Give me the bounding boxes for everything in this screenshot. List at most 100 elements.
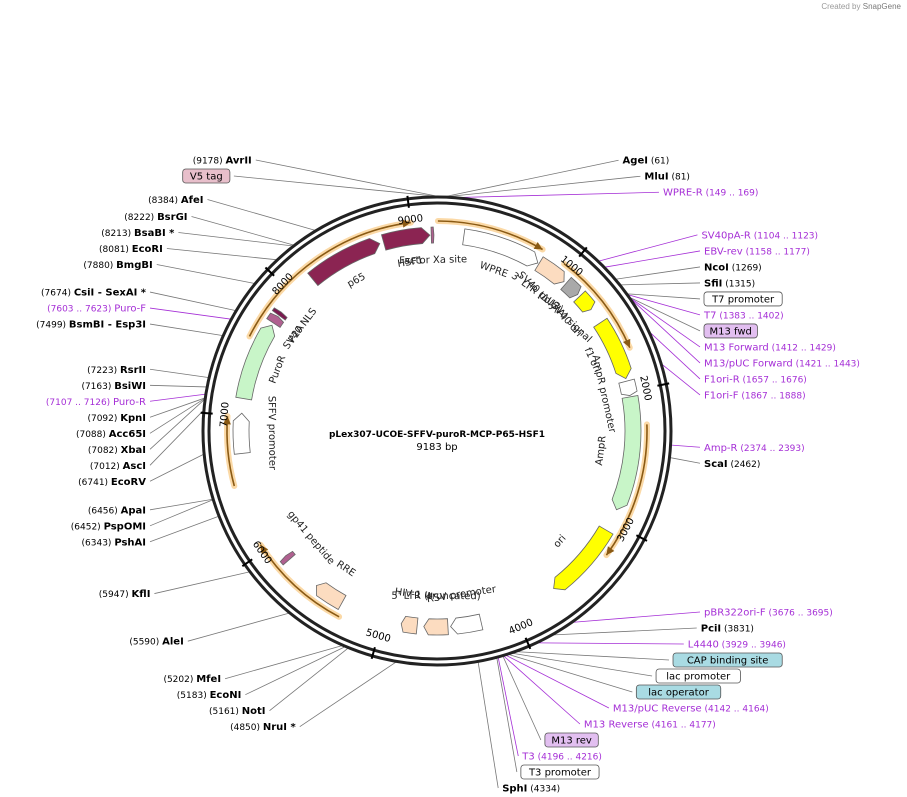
feature-factor-xa-site: [430, 226, 435, 244]
credit-prefix: Created by: [821, 2, 861, 11]
label-pos: (5590): [129, 638, 162, 648]
label-name: Puro-F: [114, 304, 146, 315]
callout-line-avrii-0: [255, 159, 437, 197]
enzyme-label-rsrii: (7223) RsrII: [87, 365, 146, 376]
label-pos: (1315): [722, 279, 755, 289]
feature-label-gp41-peptide: gp41 peptide: [285, 509, 336, 567]
label-pos: (7082): [88, 446, 121, 456]
primer-label-m13-puc-forward: M13/pUC Forward (1421 .. 1443): [704, 358, 860, 369]
callout-line-m13-reverse-23: [503, 655, 581, 725]
callout-line-sphi-27: [477, 662, 499, 789]
callout-line-wpre-r-2: [462, 191, 659, 198]
snapgene-credit: Created by SnapGene: [821, 2, 901, 11]
callout-line-ecorv-17: [149, 454, 204, 482]
feature-sffv-promoter: [232, 412, 251, 455]
primer-label-pbr322ori-f: pBR322ori-F (3676 .. 3695): [704, 608, 833, 619]
callout-line-ecori-5: [166, 248, 277, 261]
label-extra: - SexAI *: [94, 288, 146, 299]
label-name: EcoNI: [210, 690, 242, 701]
callout-line-cap-binding-site-19: [517, 651, 670, 661]
label-name: BsaBI *: [134, 228, 175, 239]
enzyme-label-apai: (6456) ApaI: [88, 505, 146, 516]
label-pos: (5183): [177, 691, 210, 701]
feature-sv40-ori: [573, 290, 596, 313]
orf-arrowhead-3: [260, 544, 269, 554]
callout-line-bsabi-4: [178, 232, 293, 247]
label-pos: (1104 .. 1123): [751, 231, 818, 241]
box-label-cap-binding-site: CAP binding site: [687, 656, 769, 667]
primer-label-puro-r: (7107 .. 7126) Puro-R: [46, 397, 146, 408]
label-name: M13/pUC Forward: [704, 358, 793, 369]
label-pos: (7088): [76, 430, 109, 440]
callout-line-t3-25: [497, 657, 519, 757]
callout-line-asci-16: [149, 410, 204, 466]
label-pos: (7012): [90, 462, 123, 472]
box-m13-rev: [544, 732, 599, 748]
enzyme-label-mfei: (5202) MfeI: [163, 674, 221, 685]
feature-label-ampr: AmpR: [594, 435, 608, 466]
label-name: AleI: [162, 637, 184, 648]
primer-label-f1ori-r: F1ori-R (1657 .. 1676): [704, 374, 807, 385]
box-label-v5-tag: V5 tag: [190, 172, 223, 183]
label-name: EBV-rev: [704, 246, 743, 257]
label-pos: (8384): [148, 196, 181, 206]
orf-arrowhead-2: [606, 546, 615, 556]
label-name: T3: [521, 752, 534, 763]
callout-line-f1ori-f-13: [662, 364, 701, 396]
label-name: SV40pA-R: [701, 230, 750, 241]
feature-wpre: [462, 228, 539, 267]
feature-ori: [553, 525, 614, 591]
label-pos: (4196 .. 4216): [535, 753, 602, 763]
callout-line-ncoi-5: [616, 266, 701, 280]
label-pos: (7092): [87, 414, 120, 424]
callout-line-apai-18: [149, 498, 213, 511]
box-label-t7-promoter: T7 promoter: [711, 294, 775, 305]
label-pos: (7107 .. 7126): [46, 398, 113, 408]
box-lac-promoter: [655, 668, 741, 684]
callout-line-acc65i-14: [149, 398, 205, 434]
label-pos: (7163): [81, 382, 114, 392]
backbone-outer: [201, 195, 673, 667]
enzyme-label-csii: (7674) CsiI - SexAI *: [41, 288, 147, 299]
feature-rre: [316, 582, 347, 611]
tick-9000: [406, 195, 410, 208]
label-name: BsiWI: [114, 381, 146, 392]
label-name: AvrII: [226, 156, 252, 167]
enzyme-label-afei: (8384) AfeI: [148, 195, 203, 206]
tick-label-9000: 9000: [397, 213, 424, 227]
enzyme-label-kfli: (5947) KflI: [99, 589, 151, 600]
plasmid-size: 9183 bp: [416, 442, 457, 453]
enzyme-label-ncoi: NcoI (1269): [704, 262, 762, 273]
callout-line-t7-promoter-7: [627, 293, 701, 300]
label-name: KflI: [132, 589, 151, 600]
label-name: XbaI: [121, 445, 146, 456]
callout-line-scai-15: [670, 457, 701, 464]
label-pos: (81): [669, 173, 690, 183]
orf-arrowhead-1: [622, 338, 631, 348]
label-pos: (1269): [729, 263, 762, 273]
label-name: ScaI: [704, 459, 728, 470]
label-name: ApaI: [121, 505, 146, 516]
tick-3000: [635, 534, 648, 542]
box-label-lac-operator: lac operator: [648, 688, 709, 699]
label-name: pBR322ori-F: [704, 608, 766, 619]
callout-line-pshai-20: [149, 516, 219, 543]
enzyme-label-acc65i: (7088) Acc65I: [76, 429, 146, 440]
feature-p65: [307, 238, 381, 287]
tick-2000: [657, 382, 670, 387]
enzyme-label-bsabi: (8213) BsaBI *: [101, 228, 175, 239]
label-pos: (6343): [82, 538, 115, 548]
label-pos: (2374 .. 2393): [738, 444, 805, 454]
box-t3-promoter: [520, 764, 600, 780]
label-pos: (3929 .. 3946): [719, 641, 786, 651]
label-name: RsrII: [120, 365, 146, 376]
tick-8000: [264, 266, 275, 277]
feature-f1-ori: [593, 317, 632, 380]
orf-arrowhead-4: [222, 416, 231, 425]
enzyme-label-alei: (5590) AleI: [129, 637, 183, 648]
callout-line-t7-8: [628, 294, 701, 316]
label-pos: (8213): [101, 229, 134, 239]
label-name: NotI: [242, 706, 266, 717]
feature-label-sv40-nls: SV40 NLS: [281, 306, 319, 351]
primer-label-ebv-rev: EBV-rev (1158 .. 1177): [704, 246, 810, 257]
